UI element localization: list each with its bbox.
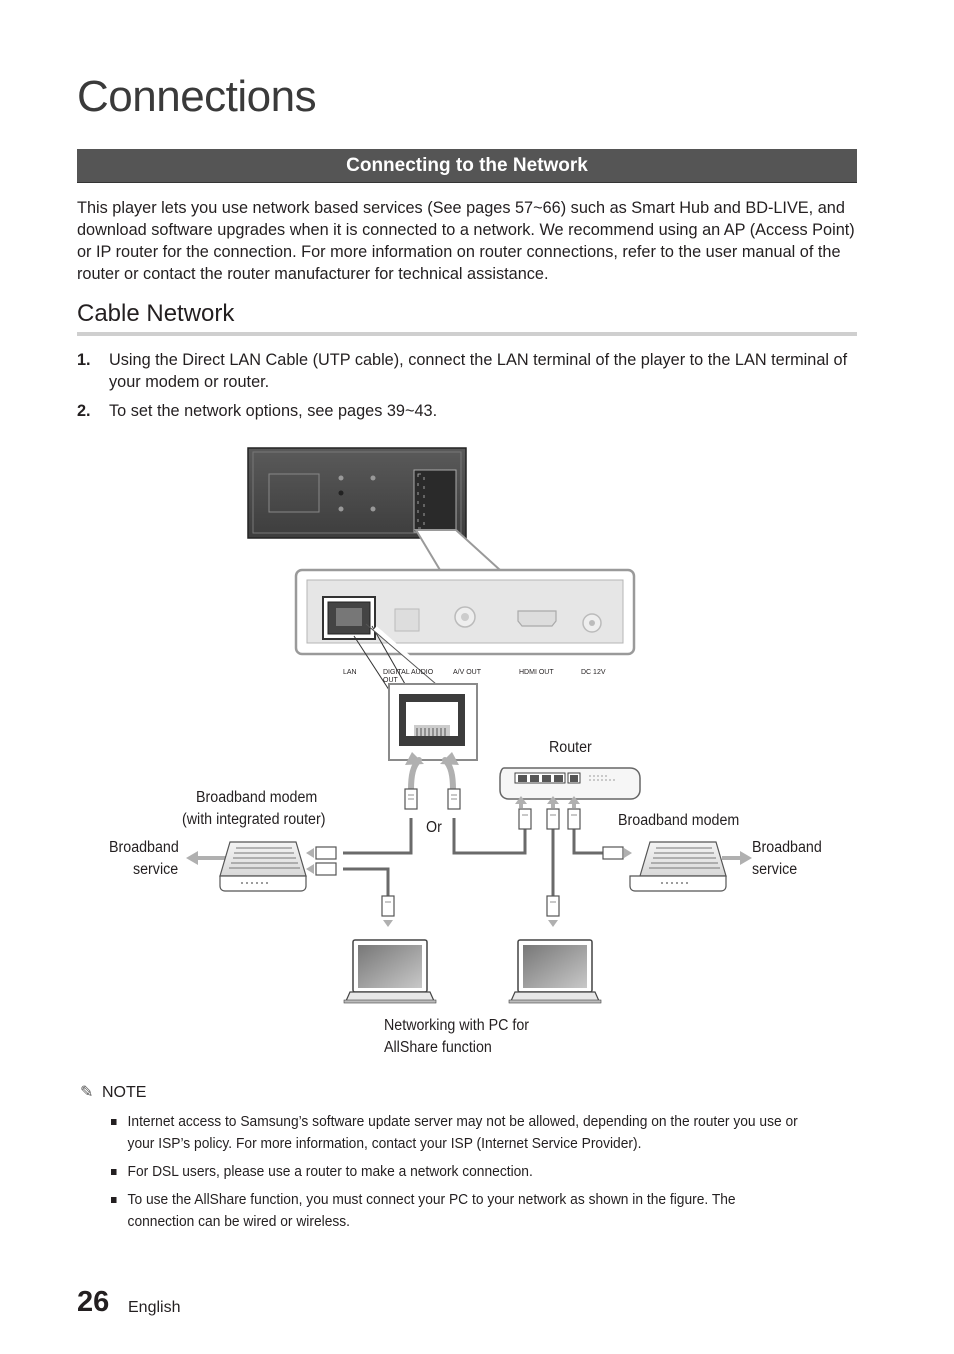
note-item-text: To use the AllShare function, you must c… [127, 1191, 736, 1230]
step-number: 1. [77, 351, 91, 369]
bullet-square-icon [111, 1197, 117, 1203]
note-item-text: Internet access to Samsung’s software up… [127, 1113, 798, 1152]
left-modem-sublabel: (with integrated router) [182, 811, 326, 828]
network-connection-diagram: LAN DIGITAL AUDIO OUT A/V OUT HDMI OUT D… [0, 430, 954, 1080]
port-label-hdmi-out: HDMI OUT [519, 669, 554, 676]
left-laptop [343, 939, 437, 1004]
step-text: Using the Direct LAN Cable (UTP cable), … [109, 351, 848, 391]
port-label-digital-audio: DIGITAL AUDIO OUT [383, 669, 434, 684]
subsection-title: Cable Network [77, 300, 235, 327]
note-heading: ✎ NOTE [80, 1082, 146, 1102]
page-number: 26 [77, 1286, 110, 1318]
note-heading-text: NOTE [102, 1084, 147, 1101]
left-modem-label: Broadband modem [196, 789, 318, 806]
note-item-text: For DSL users, please use a router to ma… [127, 1163, 533, 1180]
or-label: Or [426, 819, 442, 836]
enlarged-port-panel [294, 568, 636, 656]
section-header-bar: Connecting to the Network [77, 149, 857, 183]
step-text: To set the network options, see pages 39… [109, 402, 438, 420]
port-label-lan: LAN [343, 669, 357, 676]
left-service-sublabel: service [133, 861, 179, 878]
page-title: Connections [77, 72, 317, 121]
step-2: 2. To set the network options, see pages… [77, 400, 859, 422]
lan-port-closeup [388, 683, 478, 761]
pencil-icon: ✎ [80, 1084, 94, 1101]
right-laptop [508, 939, 602, 1004]
router-device [499, 767, 641, 800]
step-number: 2. [77, 402, 91, 420]
page-language: English [128, 1299, 181, 1316]
right-broadband-modem [629, 841, 727, 892]
pc-label: Networking with PC for [384, 1017, 530, 1034]
left-broadband-modem [219, 841, 307, 892]
subsection-rule [77, 332, 857, 336]
port-label-av-out: A/V OUT [453, 669, 482, 676]
step-1: 1. Using the Direct LAN Cable (UTP cable… [77, 349, 859, 393]
port-label-dc-12v: DC 12V [581, 669, 606, 676]
intro-paragraph: This player lets you use network based s… [77, 199, 855, 283]
right-service-sublabel: service [752, 861, 798, 878]
bullet-square-icon [111, 1169, 117, 1175]
right-service-label: Broadband [752, 839, 822, 856]
note-item: To use the AllShare function, you must c… [111, 1189, 801, 1233]
router-label: Router [549, 739, 592, 756]
player-rear-panel [247, 447, 467, 539]
right-modem-label: Broadband modem [618, 812, 740, 829]
left-service-label: Broadband [109, 839, 179, 856]
section-title: Connecting to the Network [346, 155, 588, 176]
bullet-square-icon [111, 1119, 117, 1125]
note-item: Internet access to Samsung’s software up… [111, 1111, 801, 1155]
note-item: For DSL users, please use a router to ma… [111, 1161, 801, 1183]
pc-sublabel: AllShare function [384, 1039, 492, 1056]
